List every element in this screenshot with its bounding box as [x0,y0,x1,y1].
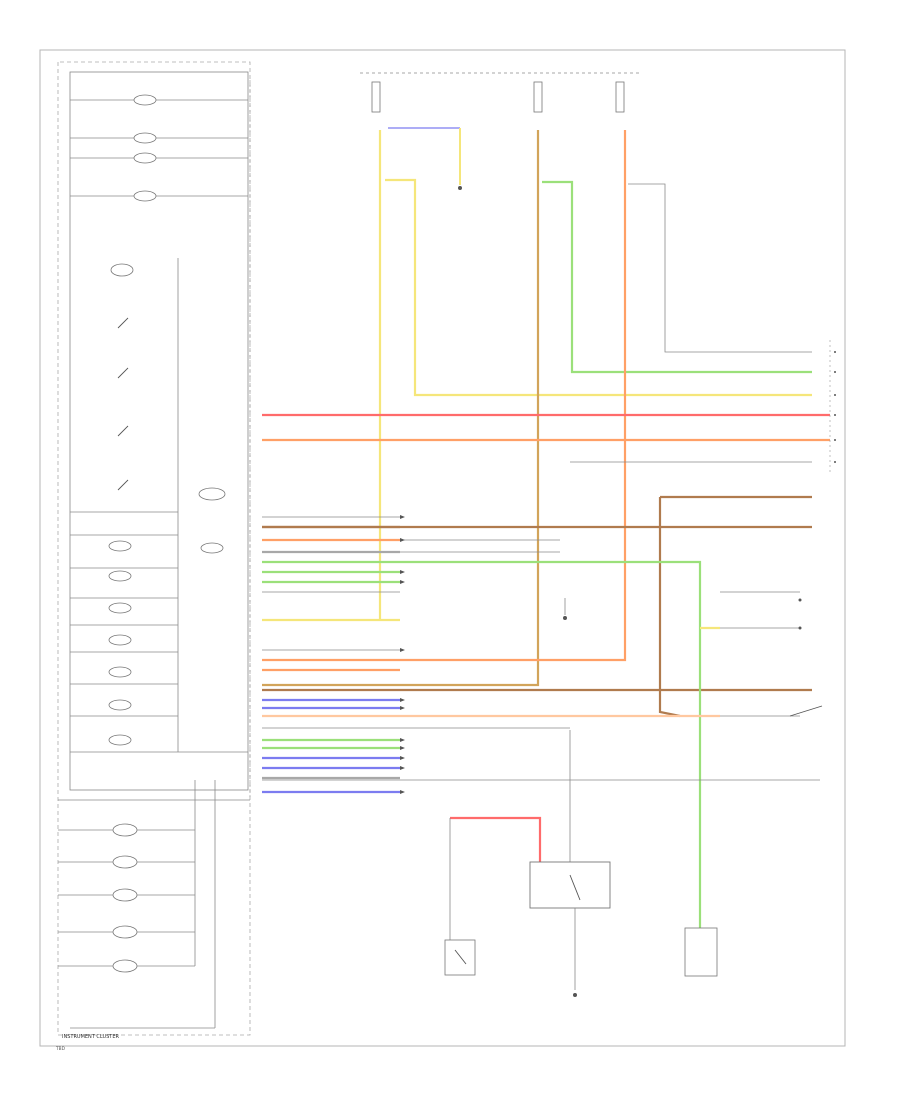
indicator-lamp [110,263,134,277]
footer-label: TBD [55,1046,66,1052]
indicator-lamp [108,570,132,582]
ground-point [573,993,577,997]
wire-gray-right [628,183,812,353]
indicator-lamp [108,666,132,678]
gauge-needle [117,317,129,329]
wire-green-top [542,180,812,374]
pressure-switch [789,705,823,717]
wire-tan [262,130,540,687]
indicator-lamp [133,152,157,164]
wire-orange-right [262,130,627,662]
indicator-lamp [133,94,157,106]
indicator-lamp [108,602,132,614]
bottom-components [444,598,823,997]
indicator-lamp [112,888,138,902]
fuse [371,81,381,113]
main-wires [262,130,830,940]
ground-point [458,186,462,190]
ground-point [563,616,567,620]
wire-yellow-run [385,178,812,397]
wire-red-lower [450,816,542,862]
indicator-lamp [112,855,138,869]
indicator-lamp [108,634,132,646]
fuse [615,81,625,113]
cluster-inner-frame [69,71,249,791]
gauge-needle [117,425,129,437]
indicator-lamp [112,959,138,973]
wire-green-down [262,560,702,928]
connector-bundle [262,515,570,794]
cluster-label: INSTRUMENT CLUSTER [62,1034,120,1040]
indicator-lamp [108,734,132,746]
gauge-module [200,542,224,554]
switch-component [444,939,476,976]
gauge-needle [117,479,129,491]
gauge-needle [117,367,129,379]
indicator-lamp [108,699,132,711]
control-module-box [529,861,611,909]
diagram-border [39,49,846,1047]
indicator-lamp [133,132,157,144]
indicator-lamp [133,190,157,202]
gauge-module [198,487,226,501]
fuse [533,81,543,113]
wire-brown-drop [658,497,681,718]
sensor-component [684,927,718,977]
instrument-cluster: INSTRUMENT CLUSTER TBD [55,61,251,1052]
indicator-lamp [112,823,138,837]
indicator-lamp-rows [58,94,250,1029]
indicator-lamp [112,925,138,939]
indicator-lamp [108,540,132,552]
cluster-boundary [57,61,251,1036]
right-connector-pins [829,340,836,475]
fuse-blocks [360,72,640,190]
